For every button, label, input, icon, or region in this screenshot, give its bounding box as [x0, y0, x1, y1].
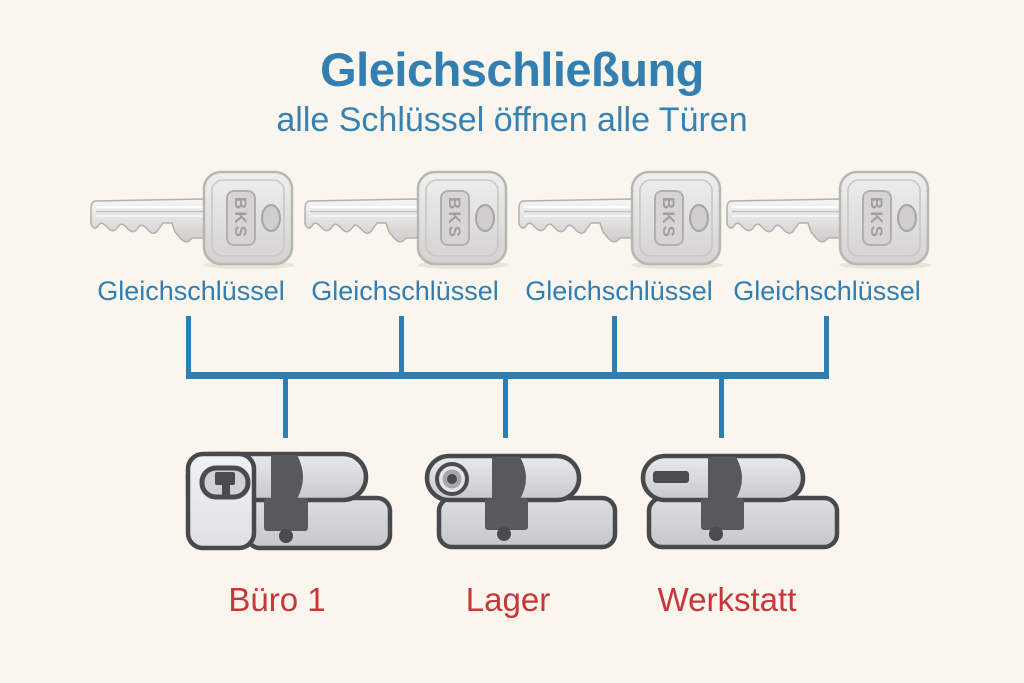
cylinder-cam — [708, 457, 742, 499]
screw-hole — [279, 529, 293, 543]
key-head-inner-line — [639, 179, 713, 257]
knob-center — [447, 474, 457, 484]
key-icon: BKS — [518, 170, 723, 269]
connector-line-key-1 — [186, 316, 191, 374]
key-label: Gleichschlüssel — [97, 276, 285, 306]
key-hole — [261, 204, 281, 232]
lock-cylinder-icon — [185, 451, 393, 551]
screw-hole — [497, 527, 511, 541]
key-brand-text: BKS — [659, 197, 678, 239]
page-title: Gleichschließung — [320, 43, 704, 96]
key-label: Gleichschlüssel — [525, 276, 713, 306]
cylinder-cam-slot — [264, 498, 308, 531]
connector-line-key-3 — [612, 316, 617, 374]
key-blade — [304, 198, 419, 243]
key-brand-text: BKS — [867, 197, 886, 239]
connector-line-cylinder-3 — [719, 377, 724, 438]
cylinder-cam-slot — [701, 498, 744, 530]
key-head-inner-line — [425, 179, 499, 257]
key-hole — [689, 204, 709, 232]
emblem-frame — [440, 190, 470, 246]
cylinder-cam — [492, 457, 526, 499]
connector-line-cylinder-2 — [503, 377, 508, 438]
key-brand-emblem: BKS — [654, 190, 684, 246]
key-icon: BKS — [304, 170, 509, 269]
screw-hole — [709, 527, 723, 541]
connector-line-key-4 — [824, 316, 829, 374]
key-icon: BKS — [90, 170, 295, 269]
cylinder-cam-slot — [485, 498, 528, 530]
key-brand-emblem: BKS — [226, 190, 256, 246]
cylinder-label: Werkstatt — [657, 581, 797, 618]
key-blade — [90, 198, 205, 243]
key-head-inner-line — [211, 179, 285, 257]
keyway-slot — [653, 471, 689, 483]
key-head-inner-line — [847, 179, 921, 257]
page-subtitle: alle Schlüssel öffnen alle Türen — [276, 101, 748, 139]
emblem-frame — [862, 190, 892, 246]
key-brand-emblem: BKS — [862, 190, 892, 246]
key-label: Gleichschlüssel — [733, 276, 921, 306]
key-hole — [475, 204, 495, 232]
key-icon: BKS — [726, 170, 931, 269]
key-brand-text: BKS — [231, 197, 250, 239]
cylinder-label: Lager — [465, 581, 551, 618]
key-hole — [897, 204, 917, 232]
connector-line-cylinder-1 — [283, 377, 288, 438]
key-brand-emblem: BKS — [440, 190, 470, 246]
cylinder-label: Büro 1 — [228, 581, 326, 618]
connector-line-key-2 — [399, 316, 404, 374]
keyway-key-stem — [222, 484, 230, 495]
key-brand-text: BKS — [445, 197, 464, 239]
connector-bus-bar — [186, 372, 829, 379]
key-blade — [726, 198, 841, 243]
lock-cylinder-icon — [640, 453, 840, 550]
cylinder-cam — [271, 455, 303, 499]
lock-cylinder-icon — [424, 453, 618, 550]
key-blade — [518, 198, 633, 243]
emblem-frame — [226, 190, 256, 246]
emblem-frame — [654, 190, 684, 246]
key-label: Gleichschlüssel — [311, 276, 499, 306]
keyway-key-head — [215, 472, 235, 485]
